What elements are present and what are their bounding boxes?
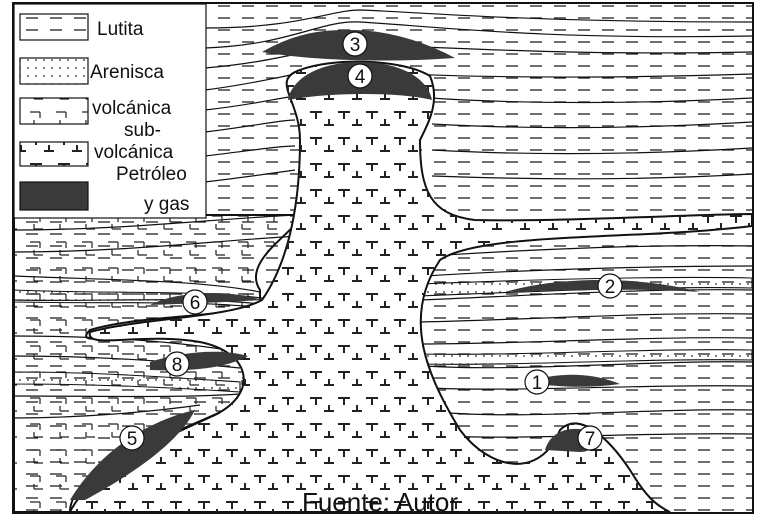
source-caption: Fuente: Autor xyxy=(302,487,458,517)
legend-swatch-subvolcanica xyxy=(20,142,88,166)
label-2: 2 xyxy=(605,277,616,298)
legend-swatch-arenisca xyxy=(20,58,88,84)
legend-label-subvolcanica-2: volcánica xyxy=(94,142,174,163)
legend-swatch-lutita xyxy=(20,14,88,40)
legend-label-petroleo-2: y gas xyxy=(144,194,189,215)
label-3: 3 xyxy=(350,35,361,56)
label-8: 8 xyxy=(172,355,183,376)
legend-label-volcanica: volcánica xyxy=(92,98,172,119)
legend-label-arenisca: Arenisca xyxy=(90,62,164,83)
legend-label-subvolcanica-1: sub- xyxy=(124,120,161,141)
label-6: 6 xyxy=(190,293,201,314)
label-7: 7 xyxy=(585,429,596,450)
label-4: 4 xyxy=(355,67,366,88)
legend: Lutita Arenisca volcánica sub- volcánica… xyxy=(14,4,206,218)
label-1: 1 xyxy=(532,373,543,394)
legend-swatch-petroleo xyxy=(20,182,88,210)
legend-swatch-volcanica xyxy=(20,98,88,124)
legend-label-petroleo-1: Petróleo xyxy=(116,164,187,185)
legend-label-lutita: Lutita xyxy=(97,19,144,40)
label-5: 5 xyxy=(127,429,138,450)
